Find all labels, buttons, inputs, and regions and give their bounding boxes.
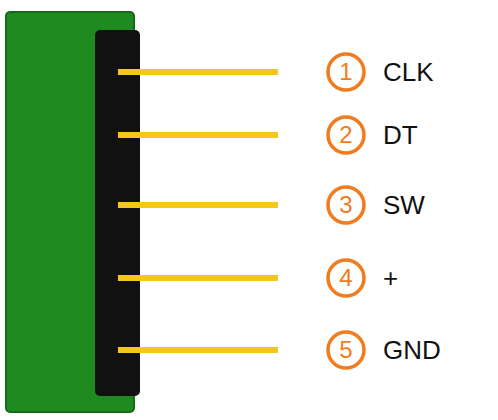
callout-number: 4 [320,258,372,298]
callout-circle: 4 [320,258,372,298]
callout-circle: 2 [320,115,372,155]
pin-name: SW [383,192,425,218]
callout-circle: 3 [320,185,372,225]
callout-number: 5 [320,330,372,370]
pin [118,202,278,208]
callout-circle: 5 [320,330,372,370]
callout-number: 3 [320,185,372,225]
callout-number: 2 [320,115,372,155]
pin-name: CLK [383,59,434,85]
pin-name: + [383,265,398,291]
pin [118,347,278,353]
pin-name: DT [383,122,418,148]
callout-number: 1 [320,52,372,92]
callout-circle: 1 [320,52,372,92]
header-pins [118,72,278,350]
pin [118,132,278,138]
pin [118,275,278,281]
pin-name: GND [383,337,441,363]
pin-header [95,30,140,396]
pin [118,69,278,75]
